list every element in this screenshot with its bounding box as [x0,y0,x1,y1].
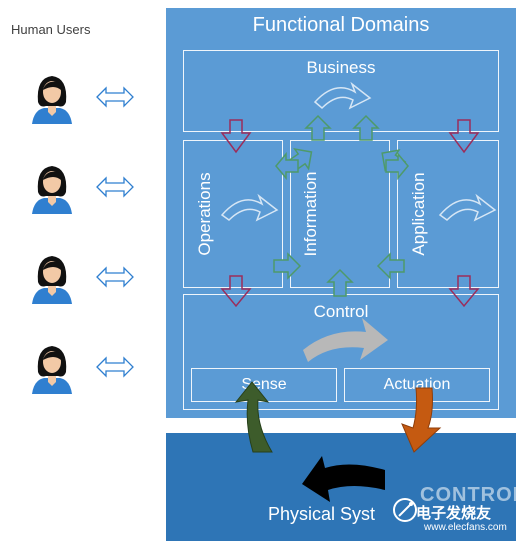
right-arrow-icon [385,151,409,181]
functional-domains-title: Functional Domains [252,14,430,36]
watermark-url: www.iot-online.com [22,516,131,527]
down-arrow-icon [448,119,480,154]
operations-cycle-icon [220,193,279,222]
business-down-arrows [220,119,480,154]
control-label: Control [313,302,369,321]
right-arrow-icon [273,252,302,280]
control-logo-text: CONTROL [420,484,526,506]
up-arrow-icon [352,114,380,141]
information-flow-arrows [273,114,409,297]
business-label: Business [306,58,376,77]
human-user-icon [28,162,76,214]
human-user-icon [28,342,76,394]
left-arrow-icon [275,151,299,181]
physical-systems-panel [166,433,516,541]
up-arrow-icon [326,268,354,297]
bidirectional-arrow-icon [96,266,134,288]
elecfans-url: www.elecfans.com [424,522,507,533]
control-flow-arrow-icon [303,318,388,362]
watermark-text: @物联网在线 智慧 创未来 [12,500,151,514]
application-cycle-icon [438,193,497,222]
left-arrow-icon [376,252,405,280]
sense-arrow-icon [234,381,273,453]
up-arrow-icon [304,114,332,141]
human-users-title: Human Users [11,22,91,37]
down-arrow-icon [448,275,480,308]
bidirectional-arrow-icon [96,86,134,108]
business-cycle-icon [313,81,372,110]
physical-flow-arrow-icon [302,456,385,502]
bidirectional-arrow-icon [96,176,134,198]
control-down-arrows [220,275,480,308]
operations-box [183,140,283,288]
down-arrow-icon [220,119,252,154]
actuation-label: Actuation [383,376,451,393]
business-box [183,50,499,132]
physical-systems-label: Physical Syst [268,504,376,524]
actuation-arrow-icon [401,387,442,453]
bidirectional-arrow-icon [96,356,134,378]
application-box [397,140,499,288]
human-user-icon [28,252,76,304]
elecfans-logo-text: 电子发烧友 [416,505,492,522]
down-arrow-icon [220,275,252,308]
human-user-icon [28,72,76,124]
